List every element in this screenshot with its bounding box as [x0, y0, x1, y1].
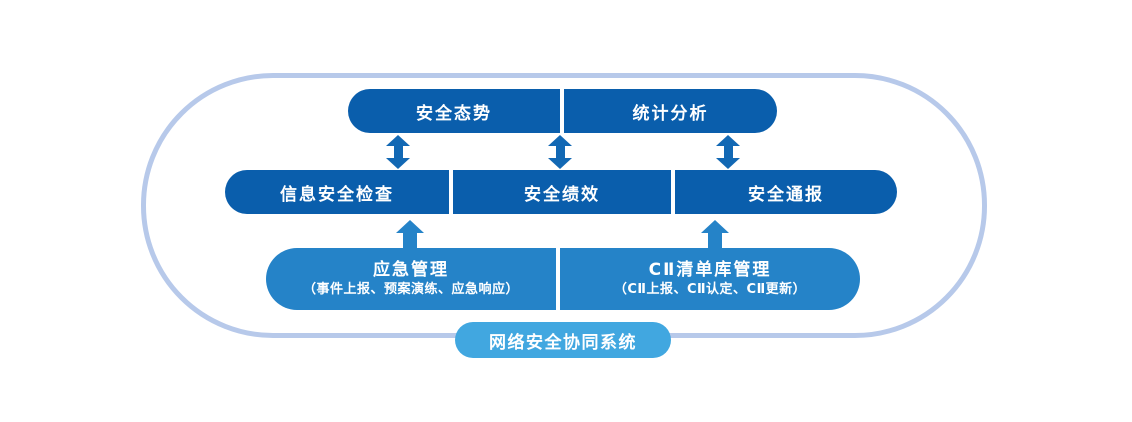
double-arrow-icon — [716, 135, 740, 169]
arrow-head-up — [701, 220, 729, 233]
system-title-badge: 网络安全协同系统 — [455, 322, 671, 358]
box-security-notification: 安全通报 — [675, 170, 897, 214]
box-title: 应急管理 — [373, 260, 449, 281]
box-emergency-management: 应急管理 （事件上报、预案演练、应急响应） — [266, 248, 556, 310]
box-title: CⅡ清单库管理 — [648, 260, 772, 281]
box-label: 统计分析 — [632, 103, 709, 124]
arrow-head-down — [386, 158, 410, 169]
box-statistical-analysis: 统计分析 — [564, 89, 777, 133]
arrow-head-up — [396, 220, 424, 233]
badge-label: 网络安全协同系统 — [489, 332, 637, 353]
box-label: 安全态势 — [416, 103, 492, 124]
arrow-shaft — [555, 146, 565, 158]
box-subtitle: （CⅡ上报、CⅡ认定、CⅡ更新） — [613, 282, 807, 298]
box-security-situation: 安全态势 — [348, 89, 560, 133]
box-label: 信息安全检查 — [280, 184, 394, 205]
arrow-shaft — [708, 233, 722, 248]
up-arrow-icon — [701, 220, 729, 248]
arrow-head-up — [548, 135, 572, 146]
arrow-shaft — [403, 233, 417, 248]
arrow-head-down — [548, 158, 572, 169]
arrow-head-up — [386, 135, 410, 146]
double-arrow-icon — [386, 135, 410, 169]
box-cii-inventory-management: CⅡ清单库管理 （CⅡ上报、CⅡ认定、CⅡ更新） — [560, 248, 860, 310]
double-arrow-icon — [548, 135, 572, 169]
box-subtitle: （事件上报、预案演练、应急响应） — [302, 282, 519, 298]
arrow-head-down — [716, 158, 740, 169]
box-info-security-inspection: 信息安全检查 — [225, 170, 449, 214]
box-label: 安全通报 — [748, 184, 824, 205]
box-label: 安全绩效 — [524, 184, 600, 205]
up-arrow-icon — [396, 220, 424, 248]
arrow-head-up — [716, 135, 740, 146]
arrow-shaft — [723, 146, 733, 158]
arrow-shaft — [393, 146, 403, 158]
box-security-performance: 安全绩效 — [453, 170, 671, 214]
